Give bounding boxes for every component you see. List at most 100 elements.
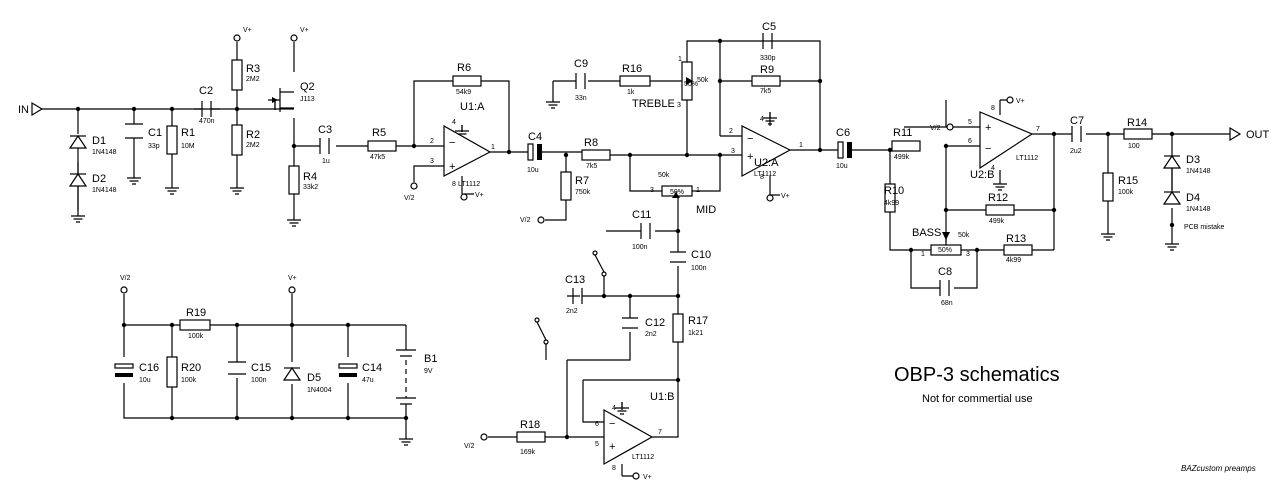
d1-value: 1N4148 <box>92 149 117 156</box>
c14-value: 47u <box>362 377 374 384</box>
r3-body <box>231 59 243 91</box>
r13-body <box>1003 244 1033 256</box>
d4-symbol <box>1162 190 1182 205</box>
r15-value: 100k <box>1118 189 1134 196</box>
c3-plates <box>319 138 330 154</box>
svg-text:3: 3 <box>731 148 735 155</box>
r16-value: 1k <box>627 89 635 96</box>
label-treble: TREBLE <box>632 98 675 110</box>
r16-name: R16 <box>622 63 642 75</box>
svg-text:6: 6 <box>968 138 972 145</box>
c5-name: C5 <box>762 21 776 33</box>
c5-plates <box>762 33 773 49</box>
d5-symbol <box>282 366 302 381</box>
c12-value: 2n2 <box>645 331 657 338</box>
d3-value: 1N4148 <box>1186 168 1211 175</box>
treble-pot-pin1: 1 <box>678 56 682 63</box>
svg-text:5: 5 <box>595 441 599 448</box>
c8-name: C8 <box>938 266 952 278</box>
treble-pot-value: 50k <box>697 77 709 84</box>
r12-value: 499k <box>989 218 1005 225</box>
c3-name: C3 <box>318 124 332 136</box>
label-bass: BASS <box>912 227 941 239</box>
c14-name: C14 <box>362 362 382 374</box>
r19-body <box>179 319 211 331</box>
svg-text:7: 7 <box>1036 126 1040 133</box>
r15-name: R15 <box>1118 175 1138 187</box>
svg-text:3: 3 <box>430 158 434 165</box>
r6-value: 54k9 <box>456 89 471 96</box>
terminals <box>31 34 1242 480</box>
svg-text:+: + <box>449 161 455 173</box>
diodes <box>68 134 1182 381</box>
r17-name: R17 <box>688 315 708 327</box>
u2b-part: LT1112 <box>1016 155 1038 162</box>
in-arrow <box>31 101 44 117</box>
r2-value: 2M2 <box>246 142 260 149</box>
r7-value: 750k <box>575 189 591 196</box>
c6-body <box>837 141 844 159</box>
bass-pot-value: 50k <box>958 232 970 239</box>
c13-plates <box>572 288 583 304</box>
r1-value: 10M <box>181 143 195 150</box>
c13-name: C13 <box>565 274 585 286</box>
diagram-subtitle: Not for commertial use <box>922 393 1033 405</box>
c4-body <box>527 143 534 161</box>
r8-name: R8 <box>584 137 598 149</box>
r4-body <box>288 165 300 195</box>
svg-text:6: 6 <box>595 421 599 428</box>
r16-body <box>619 75 651 87</box>
c9-name: C9 <box>574 58 588 70</box>
c12-plates <box>622 317 638 329</box>
bass-pot-pin1: 1 <box>921 251 925 258</box>
r5-value: 47k5 <box>370 154 385 161</box>
b1-name: B1 <box>424 353 437 365</box>
c1-name: C1 <box>148 127 162 139</box>
r15-body <box>1102 172 1114 202</box>
r11-name: R11 <box>893 127 912 139</box>
r2-body <box>231 124 243 156</box>
u1b-name: U1:B <box>650 391 674 403</box>
r18-value: 169k <box>520 449 536 456</box>
u2a-name: U2:A <box>754 157 779 169</box>
r10-body <box>884 183 896 213</box>
svg-text:−: − <box>985 143 991 155</box>
c9-value: 33n <box>575 95 587 102</box>
svg-text:4: 4 <box>991 165 995 172</box>
svg-text:−: − <box>747 133 753 145</box>
r17-value: 1k21 <box>688 330 703 337</box>
opamp-symbols: −+ −+ +− −+ <box>443 111 1036 466</box>
rail-vplus-q2: V+ <box>300 27 309 34</box>
rail-vplus-power: V+ <box>288 275 297 282</box>
r10-name: R10 <box>884 185 904 197</box>
r8-value: 7k5 <box>586 163 597 170</box>
r4-name: R4 <box>303 171 317 183</box>
d4-value: 1N4148 <box>1186 206 1211 213</box>
label-out: OUT <box>1246 129 1270 141</box>
r1-name: R1 <box>181 127 195 139</box>
d3-symbol <box>1162 154 1182 169</box>
c6-name: C6 <box>836 127 850 139</box>
junctions <box>75 38 1175 440</box>
d5-value: 1N4004 <box>307 387 332 394</box>
u1a-name: U1:A <box>460 101 485 113</box>
bass-pot-pin3: 3 <box>966 251 970 258</box>
rail-vplus-u2b: V+ <box>1016 98 1025 105</box>
r7-body <box>560 171 572 201</box>
label-mid: MID <box>696 204 716 216</box>
svg-text:5: 5 <box>968 119 972 126</box>
c9-plates <box>575 73 586 89</box>
d2-name: D2 <box>92 173 106 185</box>
r4-value: 33k2 <box>303 184 318 191</box>
svg-text:8: 8 <box>760 174 764 181</box>
u1a-part: LT1112 <box>458 181 480 188</box>
c8-plates <box>939 280 950 296</box>
c5-value: 330p <box>760 55 776 62</box>
bass-pot-pct: 50% <box>938 247 952 254</box>
c16-plate <box>115 373 133 377</box>
svg-text:7: 7 <box>658 429 662 436</box>
q2-name: Q2 <box>300 81 315 93</box>
jfet-q2-symbol <box>268 88 294 112</box>
r11-value: 499k <box>894 154 910 161</box>
rail-vplus-r3: V+ <box>243 27 252 34</box>
